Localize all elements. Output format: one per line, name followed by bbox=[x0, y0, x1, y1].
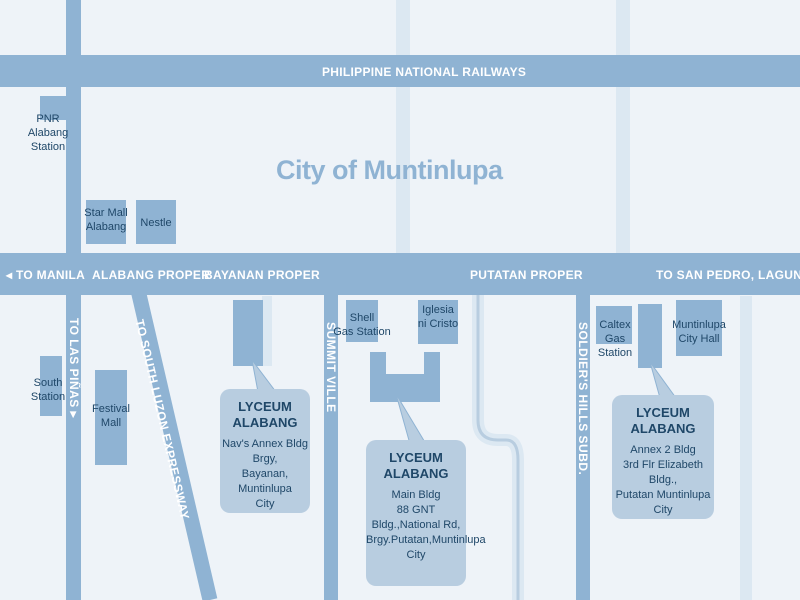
national-road bbox=[0, 253, 800, 295]
caltex-label: Caltex Gas Station bbox=[597, 319, 633, 359]
nestle-label: Nestle bbox=[140, 217, 172, 229]
navs-annex-marker bbox=[233, 300, 263, 366]
to-manila-label: ◂ TO MANILA bbox=[6, 268, 85, 282]
alabang-proper-label: ALABANG PROPER bbox=[92, 268, 211, 282]
to-san-pedro-text: TO SAN PEDRO, LAGUNA bbox=[656, 268, 800, 282]
star-mall-marker bbox=[86, 200, 126, 244]
campus-navs-title: LYCEUM ALABANG bbox=[232, 399, 298, 430]
putatan-proper-label: PUTATAN PROPER bbox=[470, 268, 583, 282]
festival-mall-marker bbox=[95, 370, 127, 465]
iglesia-marker bbox=[418, 300, 458, 344]
star-mall-label: Star Mall Alabang bbox=[84, 207, 128, 233]
campus-main-address: Main Bldg 88 GNT Bldg.,National Rd, Brgy… bbox=[366, 489, 486, 561]
south-station-marker bbox=[40, 356, 62, 416]
campus-main-card[interactable]: LYCEUM ALABANG Main Bldg 88 GNT Bldg.,Na… bbox=[366, 440, 486, 586]
lane-right-spur bbox=[740, 296, 752, 600]
lane-bayanan-spur bbox=[262, 296, 272, 366]
campus-navs-address: Nav's Annex Bldg Brgy, Bayanan, Muntinlu… bbox=[222, 438, 308, 510]
arrow-left-icon: ◂ bbox=[6, 268, 16, 282]
festival-mall-label: Festival Mall bbox=[92, 403, 130, 429]
city-hall-label: Muntinlupa City Hall bbox=[672, 319, 726, 345]
campus-annex2-card[interactable]: LYCEUM ALABANG Annex 2 Bldg 3rd Flr Eliz… bbox=[612, 395, 714, 519]
nestle-marker bbox=[136, 200, 176, 244]
iglesia-label: Iglesia ni Cristo bbox=[417, 304, 459, 330]
shell-label: Shell Gas Station bbox=[333, 312, 391, 338]
city-label: City of Muntinlupa bbox=[276, 155, 503, 185]
caltex-marker bbox=[596, 306, 632, 344]
campus-annex2-title: LYCEUM ALABANG bbox=[630, 405, 696, 436]
city-hall-marker bbox=[676, 300, 722, 356]
railway bbox=[0, 55, 800, 87]
campus-annex2-address: Annex 2 Bldg 3rd Flr Elizabeth Bldg., Pu… bbox=[615, 444, 711, 516]
campus-main-title: LYCEUM ALABANG bbox=[383, 450, 449, 481]
pnr-station-label: PNR Alabang Station bbox=[27, 113, 69, 153]
slex-road bbox=[130, 290, 218, 600]
pnr-station-marker bbox=[40, 96, 66, 120]
to-san-pedro-label: TO SAN PEDRO, LAGUNA ▸ bbox=[656, 268, 800, 282]
campus-navs-card[interactable]: LYCEUM ALABANG Nav's Annex Bldg Brgy, Ba… bbox=[220, 389, 310, 513]
summit-ville-road bbox=[324, 293, 338, 600]
las-pinas-road bbox=[66, 0, 81, 600]
bayanan-proper-label: BAYANAN PROPER bbox=[204, 268, 321, 282]
shell-marker bbox=[346, 300, 378, 342]
putatan-side-road bbox=[472, 290, 524, 600]
soldiers-hills-road bbox=[576, 293, 590, 600]
main-bldg-notch bbox=[386, 352, 424, 374]
to-manila-text: TO MANILA bbox=[15, 268, 86, 282]
south-station-label: South Station bbox=[30, 377, 66, 403]
annex2-marker bbox=[638, 304, 662, 368]
railway-label: PHILIPPINE NATIONAL RAILWAYS bbox=[322, 65, 527, 79]
